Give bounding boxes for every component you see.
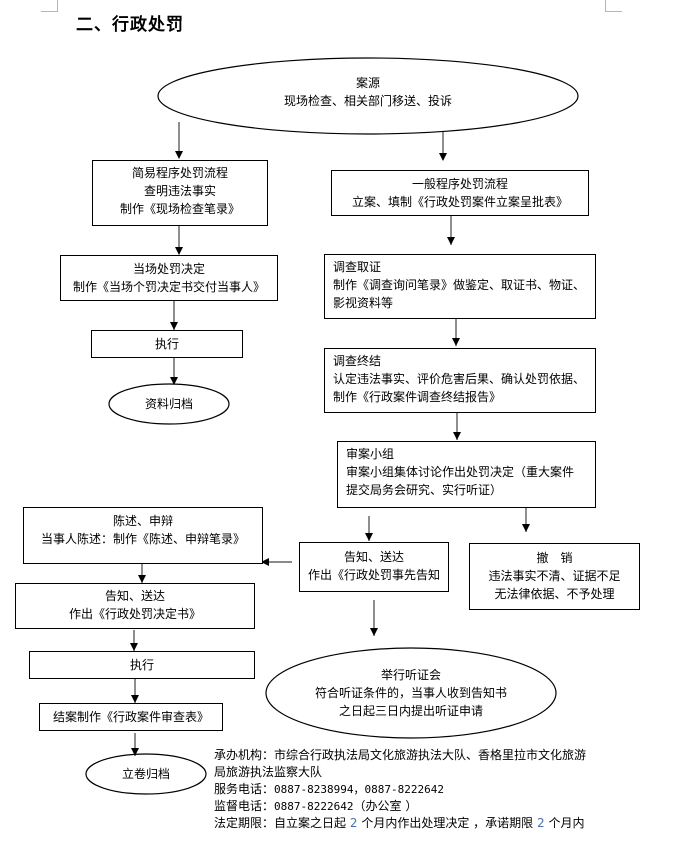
arrowhead-source-to-simple <box>175 151 183 159</box>
review-group-line3: 提交局务会研究、实行听证） <box>346 483 503 497</box>
deadline-pre: 自立案之日起 <box>274 816 347 830</box>
statement-line2: 当事人陈述：制作《陈述、申辩笔录》 <box>40 532 245 546</box>
notify-decision-title: 告知、送达 <box>104 589 165 603</box>
investigate-end-line3: 制作《行政案件调查终结报告》 <box>333 390 502 404</box>
agency-label: 承办机构： <box>214 748 275 762</box>
onsite-decision-title: 当场处罚决定 <box>132 262 205 276</box>
investigate-end-box: 调查终结 认定违法事实、评价危害后果、确认处罚依据、 制作《行政案件调查终结报告… <box>324 348 596 413</box>
arrowhead-source-to-general <box>439 153 447 161</box>
crop-mark-left-horizontal <box>41 11 58 12</box>
source-node: 案源 现场检查、相关部门移送、投诉 <box>218 74 518 110</box>
arrowhead-close-to-archive <box>131 748 139 756</box>
general-procedure-box: 一般程序处罚流程 立案、填制《行政处罚案件立案呈批表》 <box>331 170 589 216</box>
deadline-months-1: 2 <box>349 816 358 830</box>
review-group-title: 审案小组 <box>346 447 395 461</box>
service-phone-row: 服务电话：0887-8238994，0887-8222642 <box>214 781 634 798</box>
investigate-line3: 影视资料等 <box>333 296 394 310</box>
general-procedure-line2: 立案、填制《行政处罚案件立案呈批表》 <box>351 195 568 209</box>
arrowhead-statement-to-decision <box>138 575 146 583</box>
crop-mark-left-vertical <box>57 0 58 11</box>
statement-box: 陈述、申辩 当事人陈述：制作《陈述、申辩笔录》 <box>23 507 263 564</box>
investigate-box: 调查取证 制作《调查询问笔录》做鉴定、取证书、物证、 影视资料等 <box>324 254 596 319</box>
review-group-line2: 审案小组集体讨论作出处罚决定（重大案件 <box>346 465 575 479</box>
arrowhead-execute-to-close <box>131 695 139 703</box>
deadline-post: 个月内 <box>548 816 585 830</box>
deadline-months-2: 2 <box>536 816 545 830</box>
arrowhead-decision-to-execute <box>130 643 138 651</box>
simple-procedure-line3: 制作《现场检查笔录》 <box>119 202 240 216</box>
agency-line2: 局旅游执法监察大队 <box>214 765 323 779</box>
hearing-title: 举行听证会 <box>380 668 441 682</box>
deadline-row: 法定期限：自立案之日起 2 个月内作出处理决定 ，承诺期限 2 个月内 <box>214 815 634 832</box>
revoke-line2: 违法事实不清、证据不足 <box>488 569 621 583</box>
close-case-box: 结案制作《行政案件审查表》 <box>39 703 223 731</box>
simple-procedure-box: 简易程序处罚流程 查明违法事实 制作《现场检查笔录》 <box>92 160 268 226</box>
supervise-phone-row: 监督电话：0887-8222642（办公室 ） <box>214 798 634 815</box>
onsite-decision-box: 当场处罚决定 制作《当场个罚决定书交付当事人》 <box>60 255 278 301</box>
hearing-node: 举行听证会 符合听证条件的，当事人收到告知书 之日起三日内提出听证申请 <box>280 666 542 720</box>
contact-info: 承办机构：市综合行政执法局文化旅游执法大队、香格里拉市文化旅游 局旅游执法监察大… <box>214 747 634 832</box>
notify-decision-box: 告知、送达 作出《行政处罚决定书》 <box>15 583 255 629</box>
service-phone-label: 服务电话： <box>214 782 275 796</box>
crop-mark-right-horizontal <box>605 11 622 12</box>
notify-prior-box: 告知、送达 作出《行政处罚事先告知 <box>299 542 449 592</box>
execute-bottom-label: 执行 <box>129 658 154 672</box>
supervise-phone-label: 监督电话： <box>214 799 275 813</box>
archive-top-node: 资料归档 <box>119 395 219 413</box>
deadline-mid: 个月内作出处理决定 ，承诺期限 <box>361 816 534 830</box>
arrowhead-notify-to-hearing <box>370 628 378 636</box>
arrowhead-simple-to-onsite <box>175 247 183 255</box>
arrowhead-onsite-to-execute <box>170 322 178 330</box>
execute-box-bottom: 执行 <box>29 651 255 679</box>
notify-prior-title: 告知、送达 <box>343 550 404 564</box>
notify-prior-line2: 作出《行政处罚事先告知 <box>307 568 440 582</box>
revoke-title: 撤 销 <box>536 551 573 565</box>
revoke-line3: 无法律依据、不予处理 <box>494 587 615 601</box>
onsite-decision-line2: 制作《当场个罚决定书交付当事人》 <box>72 280 265 294</box>
arrowhead-review-to-notify <box>365 533 373 541</box>
execute-box-top: 执行 <box>91 330 243 358</box>
arrowhead-investigate-to-end <box>452 338 460 346</box>
hearing-line2: 符合听证条件的，当事人收到告知书 <box>314 686 507 700</box>
agency-row: 承办机构：市综合行政执法局文化旅游执法大队、香格里拉市文化旅游 <box>214 747 634 764</box>
source-subtitle: 现场检查、相关部门移送、投诉 <box>283 94 452 108</box>
close-case-label: 结案制作《行政案件审查表》 <box>52 710 209 724</box>
review-group-box: 审案小组 审案小组集体讨论作出处罚决定（重大案件 提交局务会研究、实行听证） <box>337 441 596 508</box>
archive-bottom-node: 立卷归档 <box>96 765 196 783</box>
general-procedure-title: 一般程序处罚流程 <box>411 177 508 191</box>
investigate-line2: 制作《调查询问笔录》做鉴定、取证书、物证、 <box>333 278 586 292</box>
deadline-label: 法定期限： <box>214 816 275 830</box>
agency-line1: 市综合行政执法局文化旅游执法大队、香格里拉市文化旅游 <box>274 748 587 762</box>
section-title: 二、行政处罚 <box>76 15 184 35</box>
service-phone-value: 0887-8238994，0887-8222642 <box>274 783 444 796</box>
investigate-title: 调查取证 <box>333 260 382 274</box>
investigate-end-line2: 认定违法事实、评价危害后果、确认处罚依据、 <box>333 372 586 386</box>
supervise-phone-value: 0887-8222642 <box>274 800 354 813</box>
revoke-box: 撤 销 违法事实不清、证据不足 无法律依据、不予处理 <box>469 543 640 610</box>
simple-procedure-line2: 查明违法事实 <box>143 184 216 198</box>
archive-bottom-label: 立卷归档 <box>121 767 170 781</box>
arrowhead-end-to-review <box>453 432 461 440</box>
supervise-phone-note: （办公室 ） <box>353 799 418 813</box>
arrowhead-execute-to-archive <box>170 377 178 385</box>
source-title: 案源 <box>355 76 380 90</box>
crop-mark-right-vertical <box>605 0 606 11</box>
arrowhead-general-to-investigate <box>447 237 455 245</box>
execute-top-label: 执行 <box>154 337 179 351</box>
investigate-end-title: 调查终结 <box>333 354 382 368</box>
statement-title: 陈述、申辩 <box>112 514 173 528</box>
simple-procedure-title: 简易程序处罚流程 <box>131 166 228 180</box>
arrowhead-review-to-revoke <box>522 524 530 532</box>
hearing-line3: 之日起三日内提出听证申请 <box>338 704 483 718</box>
notify-decision-line2: 作出《行政处罚决定书》 <box>68 607 201 621</box>
archive-top-label: 资料归档 <box>144 397 193 411</box>
